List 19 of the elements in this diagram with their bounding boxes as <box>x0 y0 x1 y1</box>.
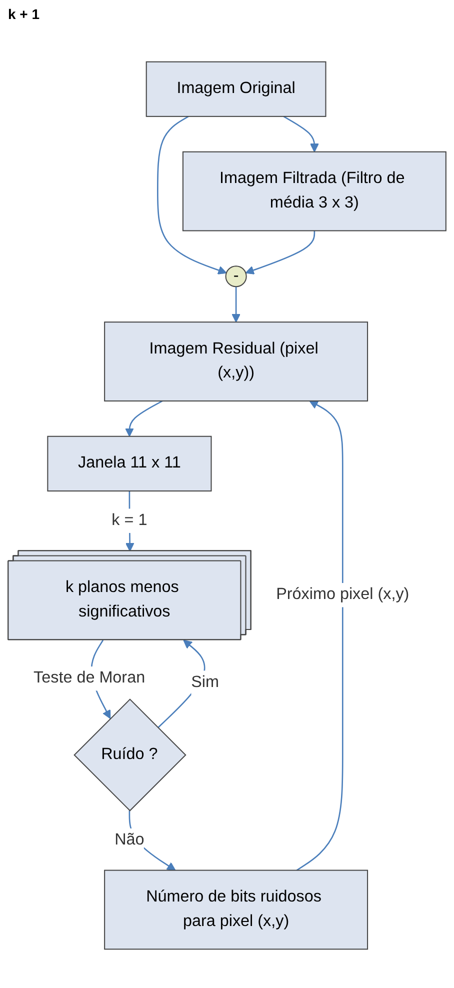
node-box: Imagem Original <box>146 61 326 117</box>
edge-label: Próximo pixel (x,y) <box>276 586 410 604</box>
node-box: Número de bits ruidosos para pixel (x,y) <box>104 870 368 950</box>
arrow <box>232 286 240 322</box>
arrow <box>125 400 163 437</box>
node-circle: - <box>225 266 247 288</box>
node-box: Imagem Filtrada (Filtro de média 3 x 3) <box>182 151 446 232</box>
arrow <box>283 116 319 152</box>
arrow <box>296 400 344 871</box>
node-box: Janela 11 x 11 <box>47 436 212 492</box>
arrow <box>245 230 316 274</box>
note-text: k + 1 <box>8 6 40 22</box>
edge-label: Teste de Moran <box>34 670 146 687</box>
edge-label: Não <box>114 831 144 849</box>
arrow <box>157 116 227 274</box>
edge-label: Sim <box>191 674 220 691</box>
edge-label: k = 1 <box>112 512 148 529</box>
node-diamond: Ruído ? <box>74 698 186 812</box>
node-box: Imagem Residual (pixel (x,y)) <box>104 322 368 402</box>
